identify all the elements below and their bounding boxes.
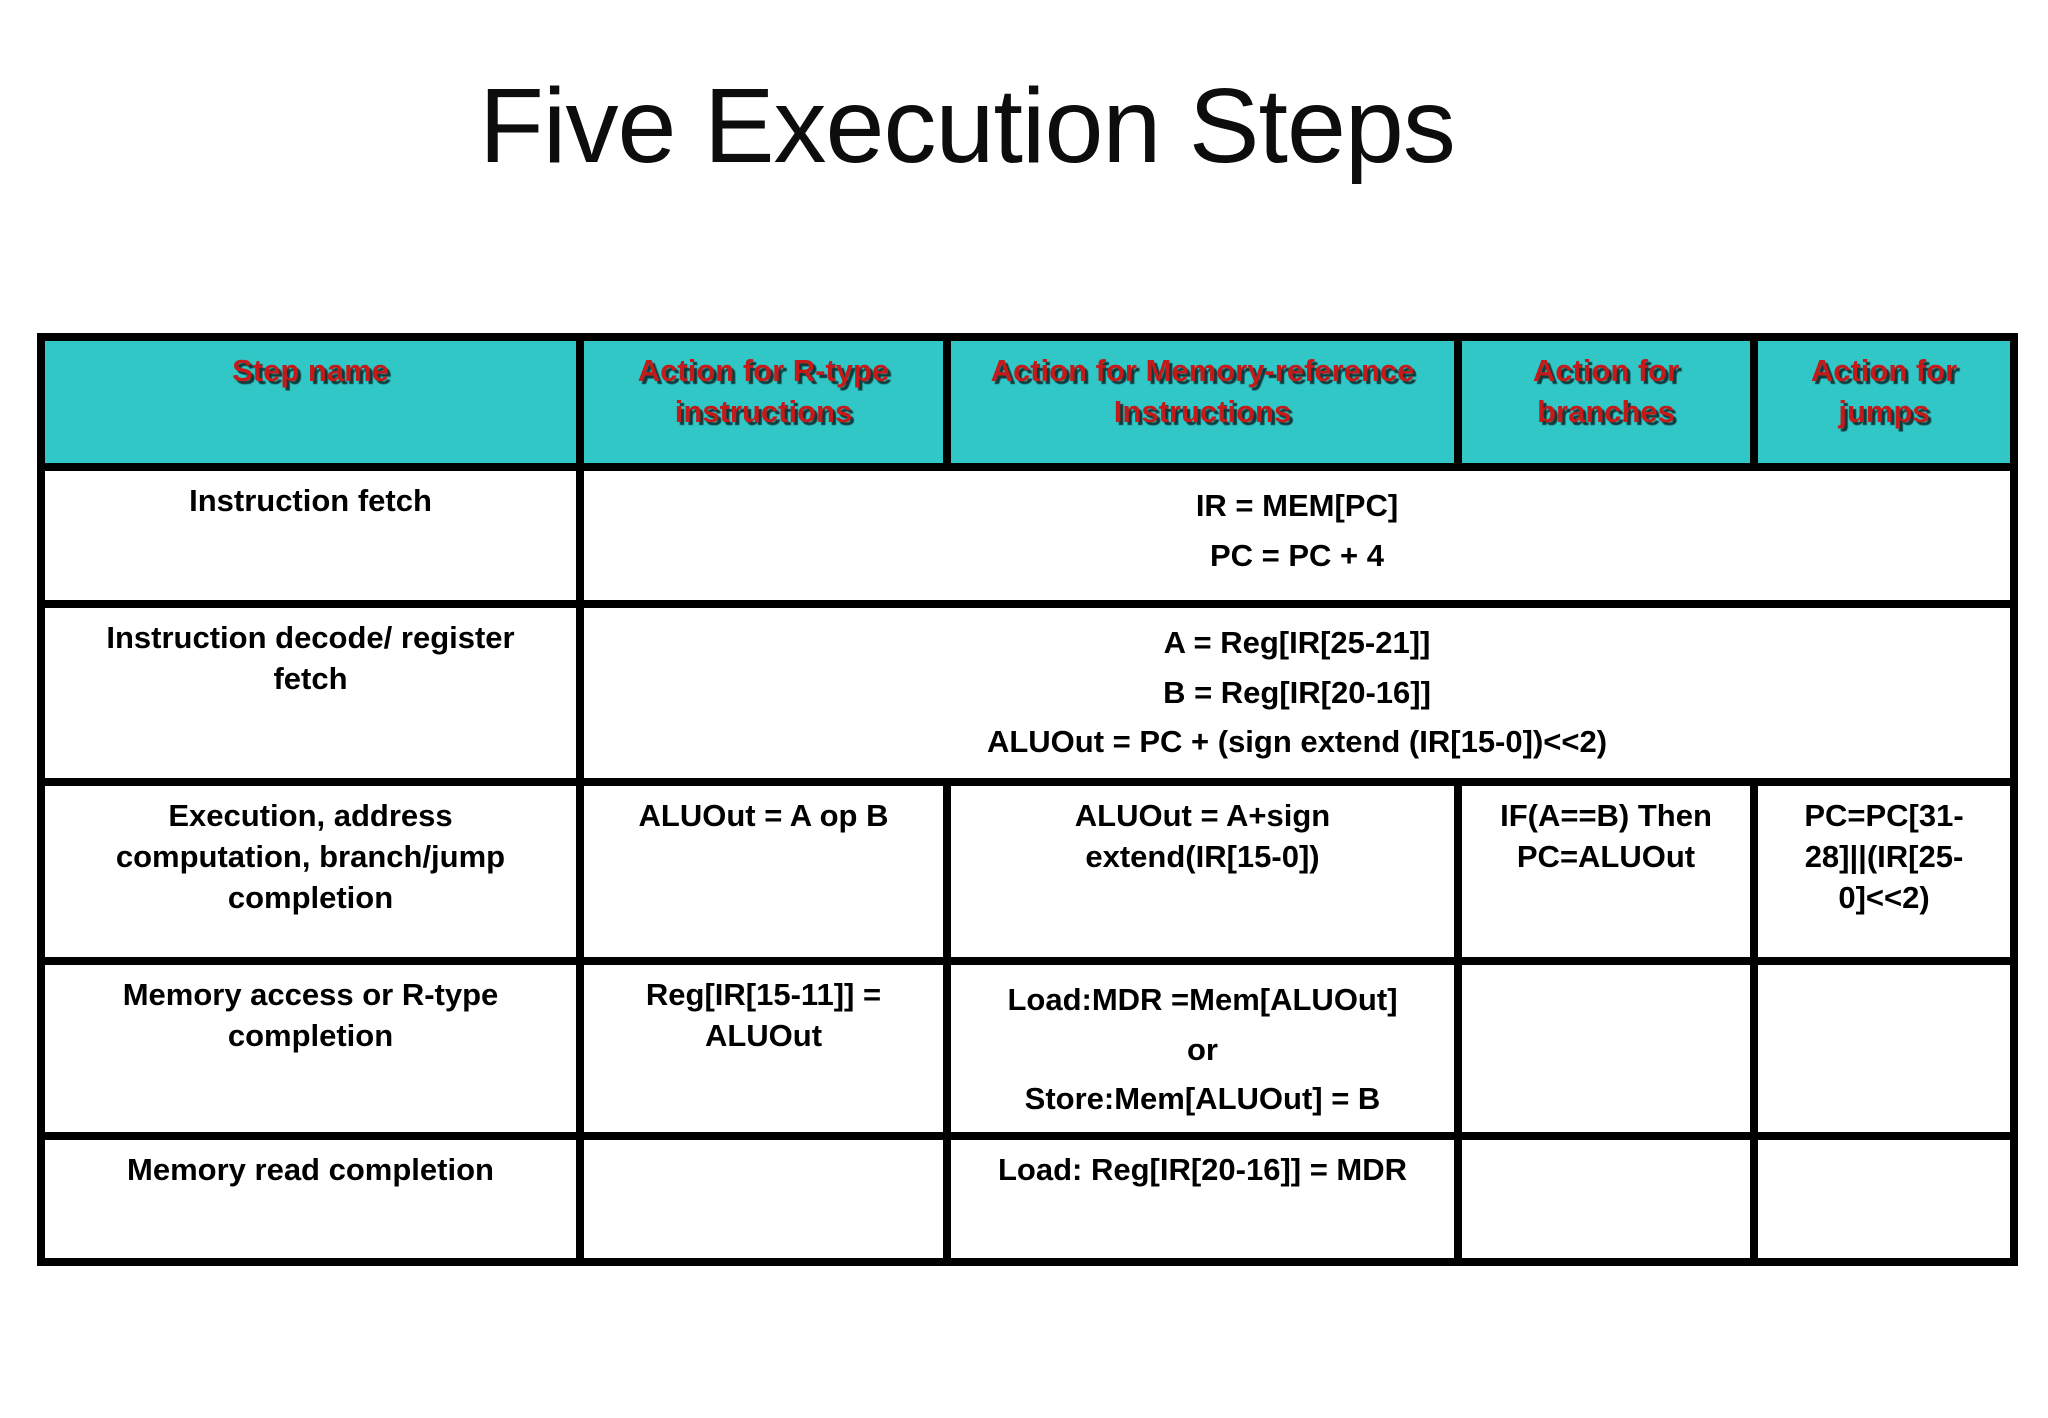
row-execution: Execution, address computation, branch/j…	[37, 778, 2018, 965]
cell-instruction-fetch-step: Instruction fetch	[37, 463, 584, 608]
header-row: Step name Action for R-type instructions…	[37, 333, 2018, 471]
row-memory-read: Memory read completion Load: Reg[IR[20-1…	[37, 1132, 2018, 1266]
cell-memory-access-step: Memory access or R-type completion	[37, 957, 584, 1140]
header-jumps: Action for jumps	[1750, 333, 2018, 471]
row-instruction-decode: Instruction decode/ register fetch A = R…	[37, 600, 2018, 786]
cell-instruction-fetch-action: IR = MEM[PC] PC = PC + 4	[576, 463, 2018, 608]
cell-memory-read-rtype	[576, 1132, 951, 1266]
cell-memory-read-memref: Load: Reg[IR[20-16]] = MDR	[943, 1132, 1462, 1266]
cell-instruction-decode-step: Instruction decode/ register fetch	[37, 600, 584, 786]
cell-execution-memref: ALUOut = A+sign extend(IR[15-0])	[943, 778, 1462, 965]
header-step-name: Step name	[37, 333, 584, 471]
row-instruction-fetch: Instruction fetch IR = MEM[PC] PC = PC +…	[37, 463, 2018, 608]
cell-memory-read-jumps	[1750, 1132, 2018, 1266]
header-branches: Action for branches	[1454, 333, 1758, 471]
cell-memory-access-jumps	[1750, 957, 2018, 1140]
cell-execution-step: Execution, address computation, branch/j…	[37, 778, 584, 965]
header-rtype: Action for R-type instructions	[576, 333, 951, 471]
cell-memory-access-branches	[1454, 957, 1758, 1140]
cell-instruction-decode-action: A = Reg[IR[25-21]] B = Reg[IR[20-16]] AL…	[576, 600, 2018, 786]
cell-execution-jumps: PC=PC[31- 28]||(IR[25- 0]<<2)	[1750, 778, 2018, 965]
header-memory-reference: Action for Memory-reference Instructions	[943, 333, 1462, 471]
page-title: Five Execution Steps	[479, 67, 1456, 185]
cell-memory-access-memref: Load:MDR =Mem[ALUOut] or Store:Mem[ALUOu…	[943, 957, 1462, 1140]
cell-memory-access-rtype: Reg[IR[15-11]] = ALUOut	[576, 957, 951, 1140]
cell-memory-read-branches	[1454, 1132, 1758, 1266]
cell-execution-branches: IF(A==B) Then PC=ALUOut	[1454, 778, 1758, 965]
execution-steps-table: Step name Action for R-type instructions…	[37, 333, 2018, 1266]
row-memory-access: Memory access or R-type completion Reg[I…	[37, 957, 2018, 1140]
cell-memory-read-step: Memory read completion	[37, 1132, 584, 1266]
cell-execution-rtype: ALUOut = A op B	[576, 778, 951, 965]
